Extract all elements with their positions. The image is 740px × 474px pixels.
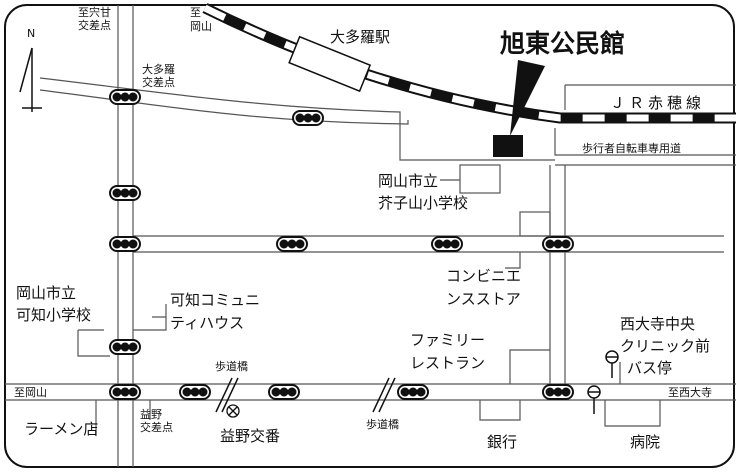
- footbridge-label-2: 歩道橋: [366, 417, 399, 431]
- school1-label-2: 芥子山小学校: [378, 194, 468, 212]
- ramen-label: ラーメン店: [24, 420, 98, 438]
- road-vertical-right: [549, 165, 566, 384]
- school2-label-2: 可知小学校: [16, 306, 91, 324]
- signal-icon: [179, 384, 211, 400]
- to-okayama-left: 至岡山: [14, 386, 47, 399]
- otara-cross-label-2: 交差点: [142, 75, 175, 89]
- signal-icon: [268, 384, 300, 400]
- building-outlines: [77, 164, 661, 436]
- map-title: 旭東公民館: [499, 29, 625, 58]
- to-sodetani-label-2: 交差点: [78, 18, 111, 32]
- otara-cross-label: 大多羅: [142, 62, 175, 76]
- north-arrow-icon: [19, 47, 42, 112]
- school2-label: 岡山市立: [16, 284, 76, 302]
- footbridge-1: [215, 377, 239, 413]
- to-sodetani-label: 至宍甘: [78, 5, 111, 19]
- signal-icon: [397, 384, 429, 400]
- convenience-label-2: ンスストア: [446, 290, 521, 308]
- to-okayama-top: 至: [190, 6, 201, 19]
- signal-icon: [109, 89, 141, 105]
- school1-label: 岡山市立: [378, 172, 438, 190]
- north-label: N: [27, 27, 35, 40]
- bank-label: 銀行: [487, 433, 517, 451]
- kyokuto-kominkan-building: [493, 135, 523, 157]
- masuno-cross-label-2: 交差点: [140, 420, 173, 434]
- road-jr-parallel: [564, 84, 736, 110]
- road-upper-2: [39, 89, 409, 125]
- bus-stop-label-2: クリニック前: [620, 337, 710, 355]
- signal-icon: [109, 339, 141, 355]
- hospital-label: 病院: [630, 433, 660, 451]
- road-upper: [39, 77, 555, 161]
- bike-path-road: [554, 128, 736, 166]
- bus-stop-icon: [587, 385, 601, 414]
- signal-icon: [109, 185, 141, 201]
- bus-stop-icon: [605, 350, 619, 378]
- signal-icon: [109, 384, 141, 400]
- convenience-label: コンビニエ: [446, 267, 521, 285]
- to-okayama-top-2: 岡山: [190, 20, 212, 33]
- jr-railway: [202, 3, 736, 124]
- footbridge-label-1: 歩道橋: [215, 359, 248, 373]
- bike-path-label: 歩行者自転車専用道: [582, 141, 681, 155]
- signal-icon: [542, 236, 574, 252]
- station-label: 大多羅駅: [330, 28, 390, 46]
- road-middle: [133, 235, 724, 253]
- traffic-signals: [109, 89, 574, 400]
- bus-stop-label: 西大寺中央: [620, 315, 695, 333]
- station-building: [288, 35, 372, 93]
- signal-icon: [109, 236, 141, 252]
- masuno-cross-label: 益野: [140, 407, 162, 421]
- jr-line-label: ＪＲ赤穂線: [610, 94, 705, 112]
- signal-icon: [542, 384, 574, 400]
- community-label-2: ティハウス: [170, 314, 244, 332]
- signal-icon: [276, 236, 308, 252]
- police-box-icon: [226, 404, 240, 418]
- signal-icon: [431, 236, 463, 252]
- signal-icon: [292, 110, 324, 126]
- bus-stop-label-3: バス停: [627, 359, 672, 377]
- family-label: ファミリー: [410, 331, 485, 349]
- kyokuto-pointer: [510, 60, 545, 136]
- community-label: 可知コミュニ: [170, 291, 260, 309]
- police-box-label: 益野交番: [220, 427, 280, 445]
- family-label-2: レストラン: [410, 354, 485, 372]
- to-saidaiji: 至西大寺: [668, 385, 712, 399]
- footbridge-2: [372, 377, 396, 413]
